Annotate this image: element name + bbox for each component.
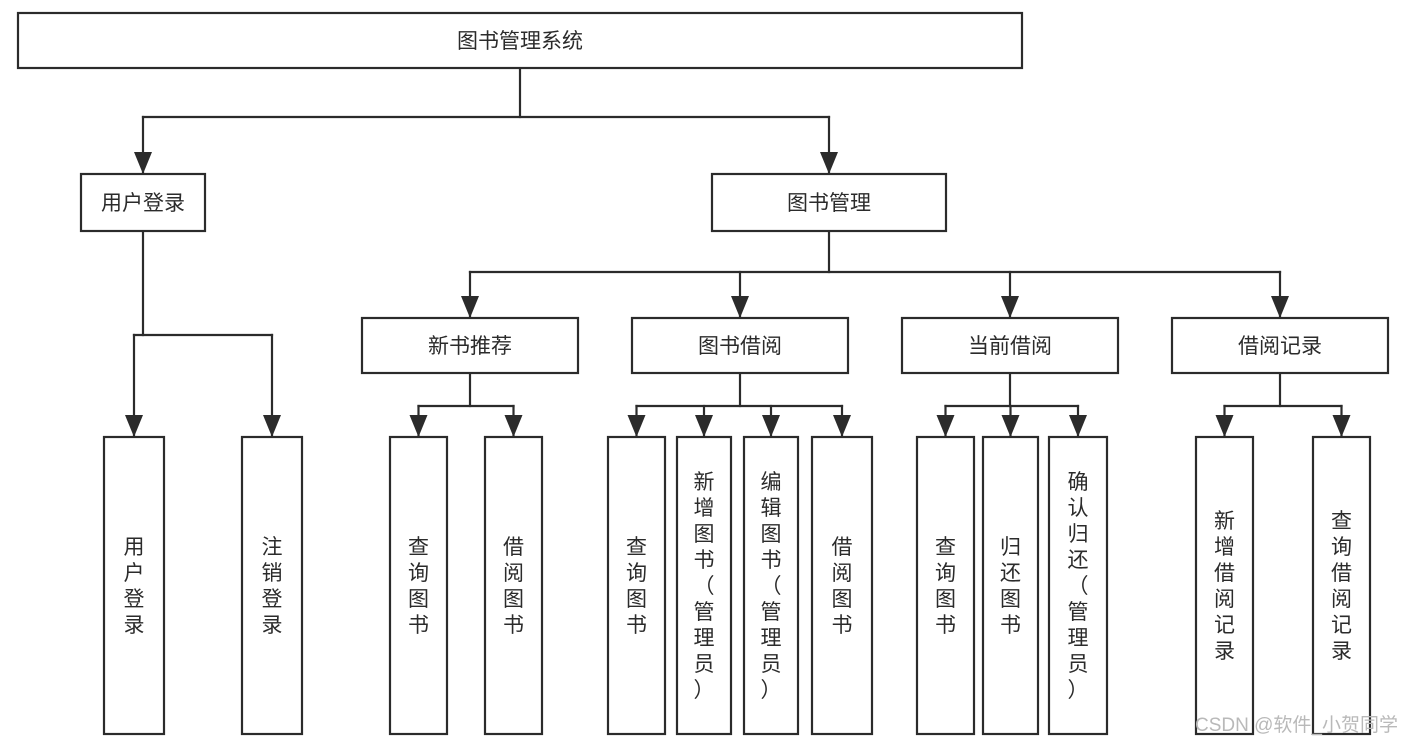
node-current-borrow-box[interactable] [900, 316, 1120, 375]
node-leaf-query-book-2[interactable]: 查询图书 [606, 435, 667, 736]
borrow-record-arrow-1 [1332, 415, 1351, 437]
nodes-layer: 图书管理系统用户登录图书管理新书推荐图书借阅当前借阅借阅记录用户登录注销登录查询… [16, 11, 1390, 736]
current-borrow-arrow-0 [936, 415, 955, 437]
node-new-book-rec-label: 新书推荐 [428, 335, 512, 358]
node-leaf-add-record-label: 新增借阅记录 [1214, 510, 1235, 663]
node-leaf-confirm-return-box[interactable] [1047, 435, 1109, 736]
connectors-layer [125, 66, 1351, 438]
node-leaf-user-logout-box[interactable] [240, 435, 304, 736]
root-node-box[interactable] [16, 11, 1024, 70]
node-leaf-add-record-box[interactable] [1194, 435, 1255, 736]
node-leaf-edit-book[interactable]: 编辑图书（管理员） [742, 435, 800, 736]
node-book-manage-label: 图书管理 [787, 192, 871, 215]
node-book-borrow-label: 图书借阅 [698, 335, 782, 358]
node-user-login-label: 用户登录 [101, 192, 185, 215]
book-borrow-arrow-0 [627, 415, 646, 437]
node-leaf-add-book-label: 新增图书（管理员） [694, 471, 715, 702]
book-borrow-arrow-1 [695, 415, 713, 437]
root-node-label: 图书管理系统 [457, 30, 583, 53]
node-leaf-query-book-3-box[interactable] [915, 435, 976, 736]
node-leaf-query-book-2-box[interactable] [606, 435, 667, 736]
book-manage-arrow-0 [461, 296, 479, 318]
node-user-login-box[interactable] [79, 172, 207, 233]
current-borrow-arrow-1 [1001, 415, 1020, 437]
root-arrow-0 [134, 152, 152, 174]
node-leaf-user-login-label: 用户登录 [124, 536, 145, 637]
node-leaf-return-book-label: 归还图书 [1000, 536, 1021, 637]
user-login-arrow-1 [263, 415, 281, 437]
node-leaf-borrow-book-2-label: 借阅图书 [832, 536, 853, 637]
node-leaf-return-book-box[interactable] [981, 435, 1040, 736]
node-leaf-borrow-book-2[interactable]: 借阅图书 [810, 435, 874, 736]
node-leaf-borrow-book-1-label: 借阅图书 [503, 536, 524, 637]
node-borrow-record-label: 借阅记录 [1238, 335, 1322, 358]
csdn-watermark: CSDN @软件_小贺同学 [1195, 714, 1398, 736]
node-book-borrow-box[interactable] [630, 316, 850, 375]
node-current-borrow-label: 当前借阅 [968, 335, 1052, 358]
new-book-rec-arrow-0 [409, 415, 428, 437]
node-leaf-query-record-box[interactable] [1311, 435, 1372, 736]
root-arrow-1 [820, 152, 838, 174]
node-leaf-user-login[interactable]: 用户登录 [102, 435, 166, 736]
node-leaf-borrow-book-1-box[interactable] [483, 435, 544, 736]
node-current-borrow[interactable]: 当前借阅 [900, 316, 1120, 375]
node-new-book-rec-box[interactable] [360, 316, 580, 375]
book-borrow-arrow-2 [762, 415, 780, 437]
book-borrow-arrow-3 [833, 415, 851, 437]
node-leaf-query-book-1-label: 查询图书 [408, 536, 429, 637]
node-leaf-query-book-1[interactable]: 查询图书 [388, 435, 449, 736]
node-leaf-add-book-box[interactable] [675, 435, 733, 736]
node-leaf-user-logout[interactable]: 注销登录 [240, 435, 304, 736]
node-borrow-record[interactable]: 借阅记录 [1170, 316, 1390, 375]
node-user-login[interactable]: 用户登录 [79, 172, 207, 233]
book-manage-arrow-2 [1001, 296, 1019, 318]
node-new-book-rec[interactable]: 新书推荐 [360, 316, 580, 375]
node-leaf-add-record[interactable]: 新增借阅记录 [1194, 435, 1255, 736]
node-leaf-query-record-label: 查询借阅记录 [1331, 510, 1352, 663]
node-book-manage[interactable]: 图书管理 [710, 172, 948, 233]
node-leaf-user-login-box[interactable] [102, 435, 166, 736]
root-node[interactable]: 图书管理系统 [16, 11, 1024, 70]
node-leaf-add-book[interactable]: 新增图书（管理员） [675, 435, 733, 736]
node-leaf-borrow-book-2-box[interactable] [810, 435, 874, 736]
node-leaf-user-logout-label: 注销登录 [262, 536, 283, 637]
node-leaf-borrow-book-1[interactable]: 借阅图书 [483, 435, 544, 736]
node-borrow-record-box[interactable] [1170, 316, 1390, 375]
node-leaf-query-book-3[interactable]: 查询图书 [915, 435, 976, 736]
node-leaf-edit-book-box[interactable] [742, 435, 800, 736]
node-leaf-confirm-return[interactable]: 确认归还（管理员） [1047, 435, 1109, 736]
borrow-record-arrow-0 [1215, 415, 1234, 437]
user-login-arrow-0 [125, 415, 143, 437]
node-book-manage-box[interactable] [710, 172, 948, 233]
book-manage-arrow-3 [1271, 296, 1289, 318]
node-leaf-query-record[interactable]: 查询借阅记录 [1311, 435, 1372, 736]
node-leaf-query-book-2-label: 查询图书 [626, 536, 647, 637]
node-leaf-query-book-1-box[interactable] [388, 435, 449, 736]
current-borrow-arrow-2 [1069, 415, 1087, 437]
node-leaf-edit-book-label: 编辑图书（管理员） [761, 471, 782, 702]
book-manage-arrow-1 [731, 296, 749, 318]
node-leaf-query-book-3-label: 查询图书 [935, 536, 956, 637]
node-leaf-return-book[interactable]: 归还图书 [981, 435, 1040, 736]
node-leaf-confirm-return-label: 确认归还（管理员） [1068, 471, 1089, 702]
node-book-borrow[interactable]: 图书借阅 [630, 316, 850, 375]
new-book-rec-arrow-1 [504, 415, 523, 437]
